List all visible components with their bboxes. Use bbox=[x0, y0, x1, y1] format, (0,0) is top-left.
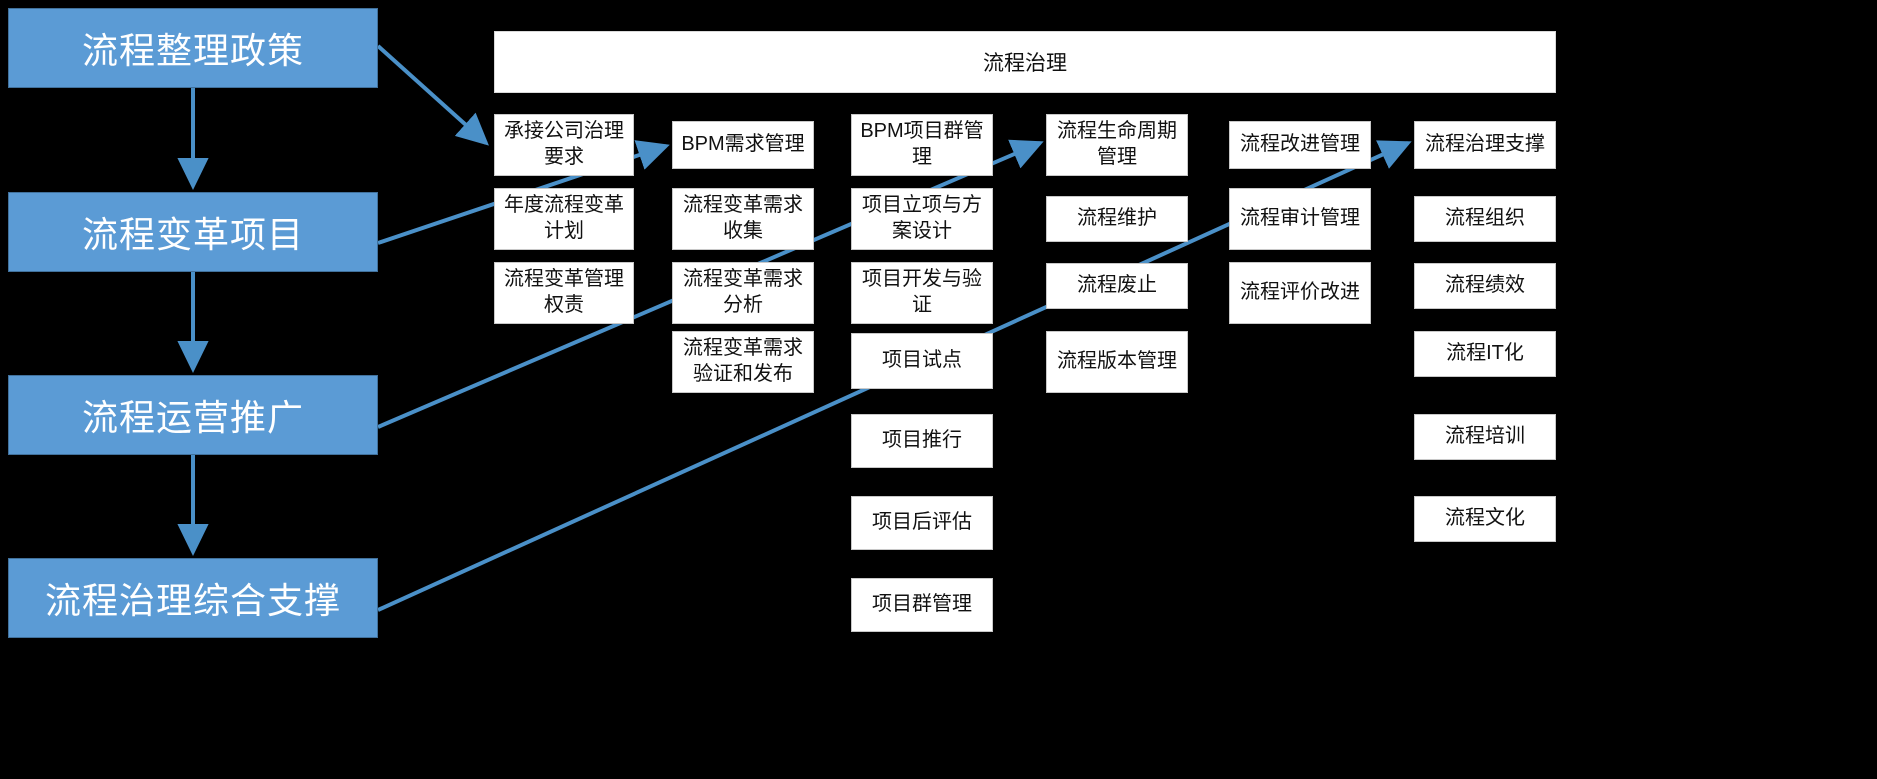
column-governance-support-item[interactable]: 流程绩效 bbox=[1414, 263, 1556, 309]
column-improvement-item[interactable]: 流程改进管理 bbox=[1229, 121, 1371, 169]
column-governance-support-item[interactable]: 流程培训 bbox=[1414, 414, 1556, 460]
column-bpm-program-item[interactable]: 项目开发与验证 bbox=[851, 262, 993, 324]
level-box-2[interactable]: 流程变革项目 bbox=[8, 192, 378, 272]
column-governance-support-item[interactable]: 流程文化 bbox=[1414, 496, 1556, 542]
column-improvement-item[interactable]: 流程审计管理 bbox=[1229, 188, 1371, 250]
column-lifecycle-item[interactable]: 流程维护 bbox=[1046, 196, 1188, 242]
governance-banner: 流程治理 bbox=[494, 31, 1556, 93]
column-governance-support-item[interactable]: 流程组织 bbox=[1414, 196, 1556, 242]
column-bpm-program-item[interactable]: 项目试点 bbox=[851, 333, 993, 389]
column-bpm-program-item[interactable]: 项目推行 bbox=[851, 414, 993, 468]
column-bpm-program-item[interactable]: 项目立项与方案设计 bbox=[851, 188, 993, 250]
column-lifecycle-item[interactable]: 流程生命周期管理 bbox=[1046, 114, 1188, 176]
policy-to-corporate-governance-arrow bbox=[376, 44, 489, 146]
level-box-3[interactable]: 流程运营推广 bbox=[8, 375, 378, 455]
column-bpm-program-item[interactable]: BPM项目群管理 bbox=[851, 114, 993, 176]
column-bpm-demand-item[interactable]: 流程变革需求收集 bbox=[672, 188, 814, 250]
column-bpm-demand-item[interactable]: 流程变革需求分析 bbox=[672, 262, 814, 324]
column-policy-item[interactable]: 流程变革管理权责 bbox=[494, 262, 634, 324]
level-box-1[interactable]: 流程整理政策 bbox=[8, 8, 378, 88]
column-bpm-demand-item[interactable]: 流程变革需求验证和发布 bbox=[672, 331, 814, 393]
column-bpm-program-item[interactable]: 项目群管理 bbox=[851, 578, 993, 632]
level-box-4[interactable]: 流程治理综合支撑 bbox=[8, 558, 378, 638]
column-policy-item[interactable]: 承接公司治理要求 bbox=[494, 114, 634, 176]
column-policy-item[interactable]: 年度流程变革计划 bbox=[494, 188, 634, 250]
column-governance-support-item[interactable]: 流程IT化 bbox=[1414, 331, 1556, 377]
column-bpm-program-item[interactable]: 项目后评估 bbox=[851, 496, 993, 550]
column-lifecycle-item[interactable]: 流程版本管理 bbox=[1046, 331, 1188, 393]
column-governance-support-item[interactable]: 流程治理支撑 bbox=[1414, 121, 1556, 169]
column-lifecycle-item[interactable]: 流程废止 bbox=[1046, 263, 1188, 309]
column-bpm-demand-item[interactable]: BPM需求管理 bbox=[672, 121, 814, 169]
column-improvement-item[interactable]: 流程评价改进 bbox=[1229, 262, 1371, 324]
